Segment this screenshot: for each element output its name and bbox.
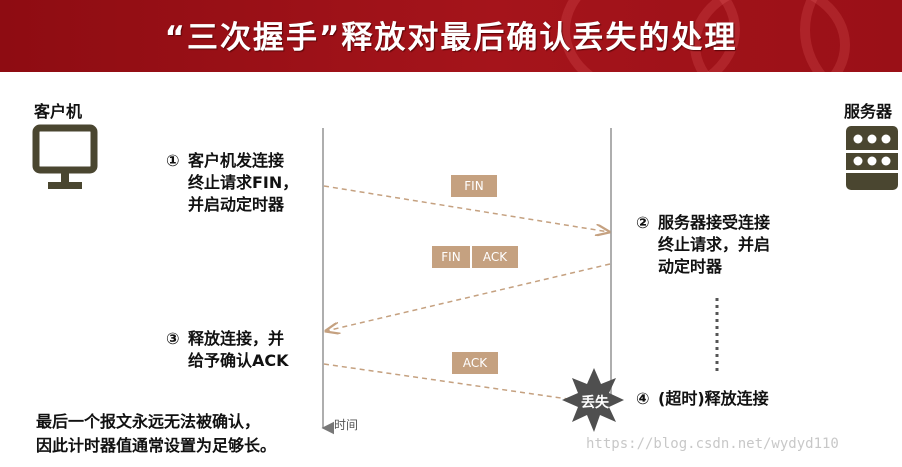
step-1-line-2: 终止请求FIN，: [188, 173, 299, 192]
client-label: 客户机: [34, 102, 83, 121]
ack-message: ACK: [452, 352, 498, 374]
lost-label: 丢失: [581, 395, 609, 411]
fin-ack-arrow: [326, 263, 611, 331]
footnote: 最后一个报文永远无法被确认， 因此计时器值通常设置为足够长。: [36, 410, 276, 458]
step-4: ④ (超时)释放连接: [636, 388, 769, 410]
step-3-number: ③: [166, 329, 180, 348]
step-2: ② 服务器接受连接 终止请求，并启 动定时器: [636, 212, 770, 278]
step-4-number: ④: [636, 389, 650, 408]
ack-arrow: [323, 363, 569, 400]
step-2-number: ②: [636, 213, 650, 232]
watermark: https://blog.csdn.net/wydyd110: [586, 436, 839, 452]
fin-message: FIN: [451, 175, 497, 197]
fin-ack-fin-message: FIN: [432, 246, 470, 268]
step-1-line-1: 客户机发连接: [188, 151, 285, 170]
step-3: ③ 释放连接，并 给予确认ACK: [166, 328, 289, 372]
step-2-line-1: 服务器接受连接: [658, 213, 771, 232]
step-2-line-2: 终止请求，并启: [658, 235, 771, 254]
server-icon: [846, 126, 898, 190]
step-1-line-3: 并启动定时器: [188, 195, 285, 214]
step-2-line-3: 动定时器: [658, 257, 723, 276]
page-title: “三次握手”释放对最后确认丢失的处理: [164, 20, 738, 56]
fin-ack-ack-message: ACK: [472, 246, 518, 268]
lost-burst-icon: [562, 368, 624, 432]
step-1-number: ①: [166, 151, 180, 170]
step-1: ① 客户机发连接 终止请求FIN， 并启动定时器: [166, 150, 298, 216]
step-4-line-1: (超时)释放连接: [658, 389, 769, 408]
step-3-line-1: 释放连接，并: [188, 329, 285, 348]
footnote-line-2: 因此计时器值通常设置为足够长。: [36, 436, 277, 455]
fin-arrow: [323, 185, 609, 232]
time-axis-label: 时间: [334, 418, 359, 432]
step-3-line-2: 给予确认ACK: [188, 351, 289, 370]
server-label: 服务器: [844, 102, 893, 121]
footnote-line-1: 最后一个报文永远无法被确认，: [36, 412, 261, 431]
title-banner: “三次握手”释放对最后确认丢失的处理: [0, 0, 902, 72]
computer-icon: [32, 124, 98, 189]
